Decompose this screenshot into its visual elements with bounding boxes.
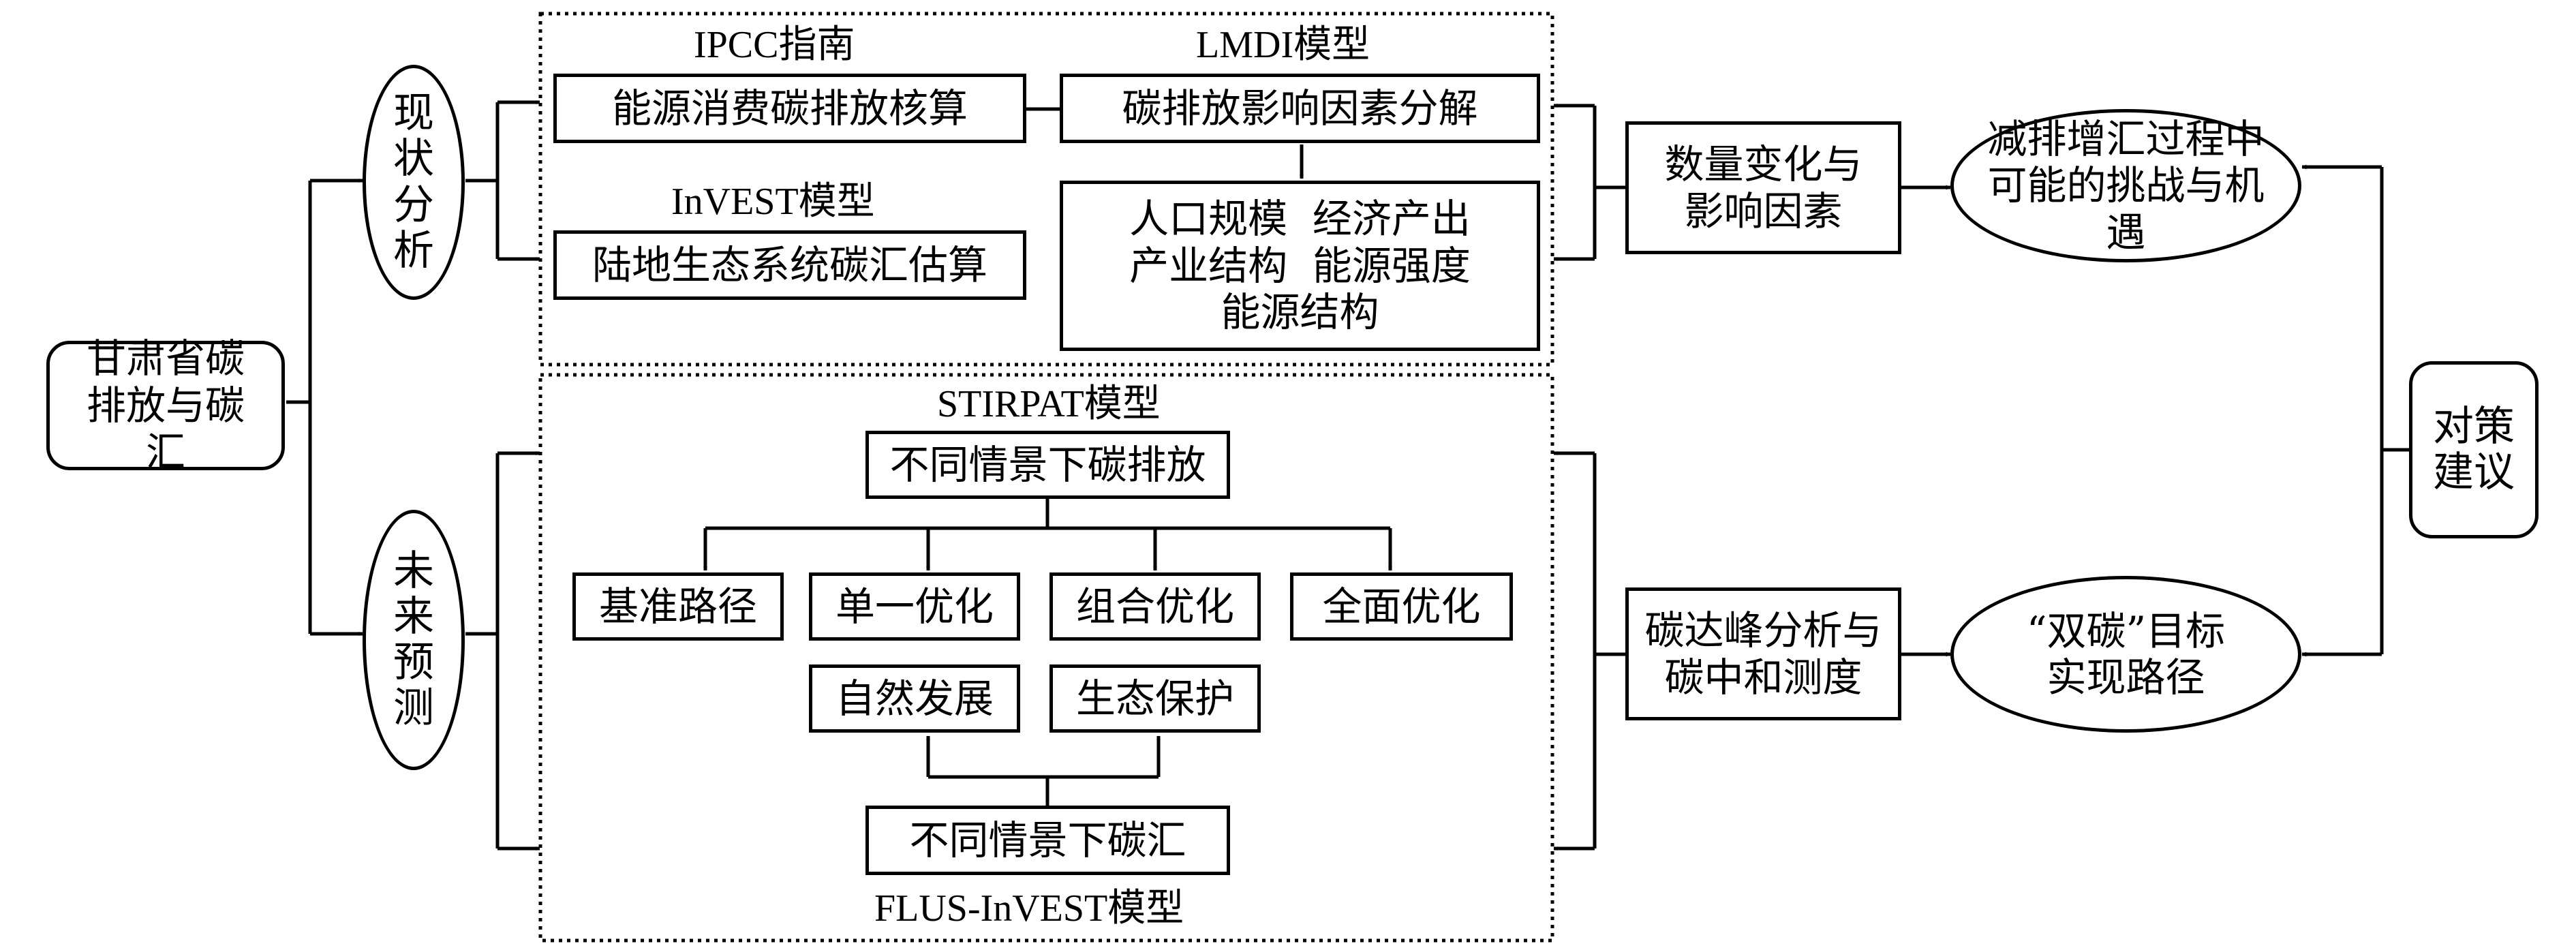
dual-carbon-line-2: 实现路径 <box>2046 654 2205 701</box>
factors-line-2: 产业结构 能源强度 <box>1129 242 1471 289</box>
current-analysis-connector <box>465 102 500 259</box>
scenario-label-2: 单一优化 <box>835 583 994 630</box>
scenario-box-3: 组合优化 <box>1049 572 1261 641</box>
scenario-label-4: 全面优化 <box>1322 583 1481 630</box>
future-prediction-label: 未来预测 <box>393 547 434 733</box>
scenario-box-2: 单一优化 <box>809 572 1020 641</box>
energy-accounting-box: 能源消费碳排放核算 <box>553 74 1026 143</box>
ecological-protection-label: 生态保护 <box>1075 675 1234 722</box>
current-analysis-label: 现状分析 <box>393 89 434 275</box>
emission-tree-connector <box>705 498 1390 530</box>
countermeasures-connector <box>2380 167 2409 654</box>
factors-line-3: 能源结构 <box>1221 289 1379 336</box>
peak-neutral-box: 碳达峰分析与碳中和测度 <box>1625 587 1901 720</box>
future-prediction-ellipse: 未来预测 <box>363 510 465 770</box>
root-label: 甘肃省碳排放与碳汇 <box>86 335 245 476</box>
decomposition-box: 碳排放影响因素分解 <box>1060 74 1540 143</box>
natural-development-box: 自然发展 <box>809 664 1020 733</box>
flus-invest-label: FLUS-InVEST模型 <box>874 887 1184 930</box>
challenges-ellipse: 减排增汇过程中可能的挑战与机遇 <box>1950 109 2301 262</box>
natural-development-label: 自然发展 <box>835 675 994 722</box>
sink-estimation-box: 陆地生态系统碳汇估算 <box>553 230 1026 300</box>
peak-neutral-label: 碳达峰分析与碳中和测度 <box>1644 607 1882 701</box>
scenario-box-4: 全面优化 <box>1290 572 1513 641</box>
sink-scenarios-box: 不同情景下碳汇 <box>865 806 1230 875</box>
root-connector <box>286 181 312 634</box>
decomposition-label: 碳排放影响因素分解 <box>1122 85 1478 132</box>
bottom-dashed-panel <box>538 373 1554 943</box>
quantity-factors-box: 数量变化与影响因素 <box>1625 121 1901 254</box>
stirpat-label: STIRPAT模型 <box>937 383 1161 425</box>
countermeasures-box: 对策建议 <box>2409 361 2539 538</box>
lmdi-label: LMDI模型 <box>1196 24 1370 66</box>
root-node: 甘肃省碳排放与碳汇 <box>46 335 285 475</box>
sink-scenarios-label: 不同情景下碳汇 <box>909 816 1186 863</box>
ipcc-label: IPCC指南 <box>694 24 855 66</box>
countermeasures-label: 对策建议 <box>2433 402 2515 496</box>
scenario-label-1: 基准路径 <box>598 583 757 630</box>
sink-estimation-label: 陆地生态系统碳汇估算 <box>592 241 987 288</box>
future-prediction-connector <box>465 453 500 848</box>
emission-scenarios-label: 不同情景下碳排放 <box>889 441 1206 488</box>
peak-neutral-connector <box>1593 453 1625 848</box>
top-dashed-panel <box>538 12 1554 367</box>
factors-box: 人口规模 经济产出 产业结构 能源强度 能源结构 <box>1060 181 1540 351</box>
dual-carbon-line-1: “双碳”目标 <box>2026 607 2226 654</box>
current-analysis-ellipse: 现状分析 <box>363 65 465 300</box>
dual-carbon-ellipse: “双碳”目标 实现路径 <box>1950 576 2301 733</box>
factors-line-1: 人口规模 经济产出 <box>1129 196 1471 243</box>
scenario-box-1: 基准路径 <box>572 572 784 641</box>
energy-accounting-label: 能源消费碳排放核算 <box>611 85 968 132</box>
invest-label: InVEST模型 <box>671 181 875 223</box>
sink-tree-connector <box>928 775 1159 806</box>
ecological-protection-box: 生态保护 <box>1049 664 1261 733</box>
challenges-label: 减排增汇过程中可能的挑战与机遇 <box>1987 115 2265 256</box>
quantity-factors-connector <box>1593 106 1625 259</box>
emission-scenarios-box: 不同情景下碳排放 <box>865 431 1230 499</box>
scenario-label-3: 组合优化 <box>1075 583 1234 630</box>
quantity-factors-label: 数量变化与影响因素 <box>1664 141 1862 234</box>
